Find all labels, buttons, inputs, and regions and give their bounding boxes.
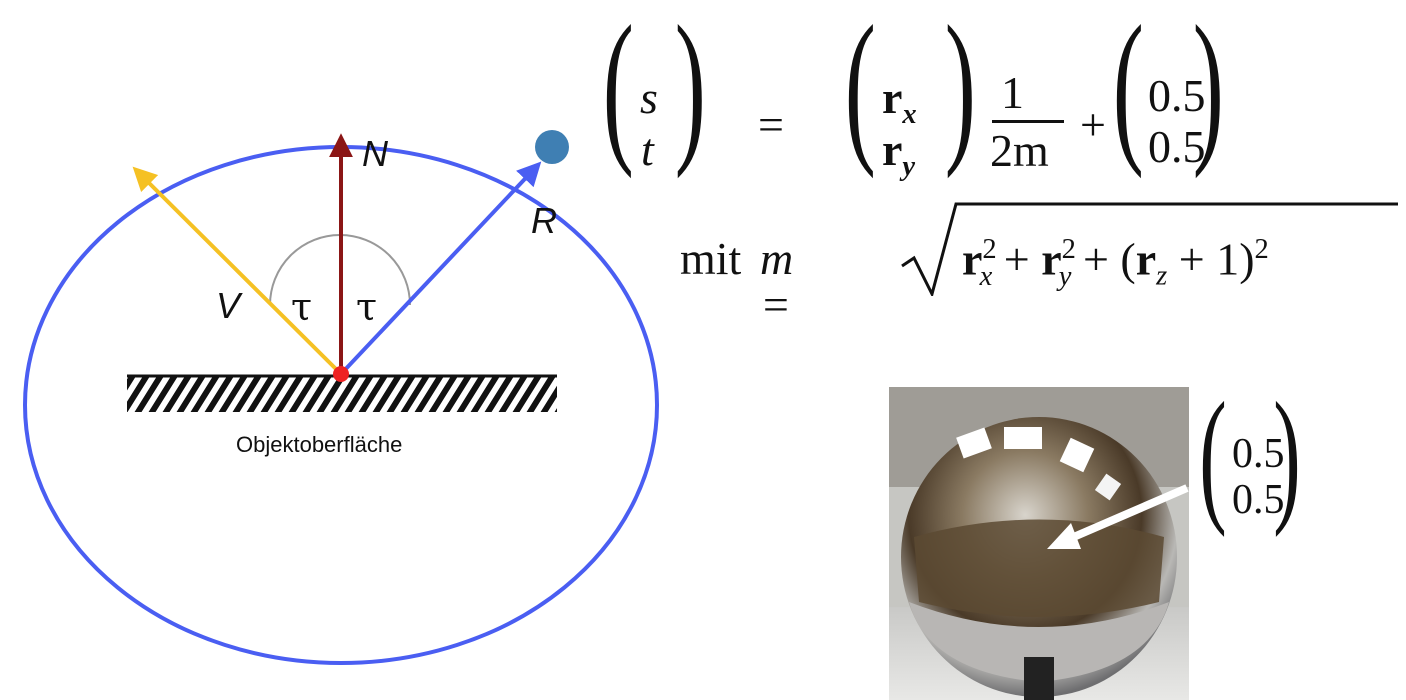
paren-close-center: ) [1273, 372, 1301, 538]
sqrt-sign [901, 202, 1398, 296]
view-label: V [216, 285, 243, 326]
paren-close-offset: ) [1192, 0, 1224, 179]
object-surface [127, 376, 557, 412]
equals-sign: = [758, 99, 784, 150]
lhs-s: s [640, 72, 658, 123]
m-def-lhs: m = [760, 233, 794, 330]
paren-close-lhs: ) [674, 0, 706, 179]
center-bottom: 0.5 [1232, 477, 1285, 523]
frac-denominator: 2m [990, 125, 1049, 176]
plus-sign: + [1080, 99, 1106, 150]
reflect-vector [339, 161, 542, 376]
center-top: 0.5 [1232, 431, 1285, 477]
paren-open-offset: ( [1112, 0, 1144, 179]
vector-ry: ry [882, 124, 916, 183]
paren-open-r: ( [844, 0, 876, 179]
view-vector [132, 166, 343, 376]
angle-right-label: τ [356, 285, 377, 329]
paren-close-r: ) [944, 0, 976, 179]
reflection-point [535, 130, 569, 164]
angle-left-label: τ [291, 285, 312, 329]
chrome-sphere-image [889, 387, 1189, 700]
paren-open-center: ( [1199, 372, 1227, 538]
chrome-sphere-photo [889, 387, 1189, 700]
reflect-label: R [531, 200, 557, 241]
frac-numerator: 1 [1001, 67, 1024, 118]
paren-open-lhs: ( [602, 0, 634, 179]
normal-label: N [362, 133, 389, 174]
mit-word: mit [680, 233, 742, 284]
offset-bottom: 0.5 [1148, 121, 1206, 172]
surface-label: Objektoberfläche [236, 432, 402, 457]
frac-bar [992, 120, 1064, 123]
offset-top: 0.5 [1148, 70, 1206, 121]
m-def-terms: r2x + r2y + (rz + 1)2 [962, 233, 1269, 292]
lhs-t: t [641, 124, 654, 175]
reflection-diagram: N R V τ τ Objektoberfläche [23, 130, 659, 665]
surface-point [333, 366, 349, 382]
vector-rx: rx [882, 72, 917, 131]
